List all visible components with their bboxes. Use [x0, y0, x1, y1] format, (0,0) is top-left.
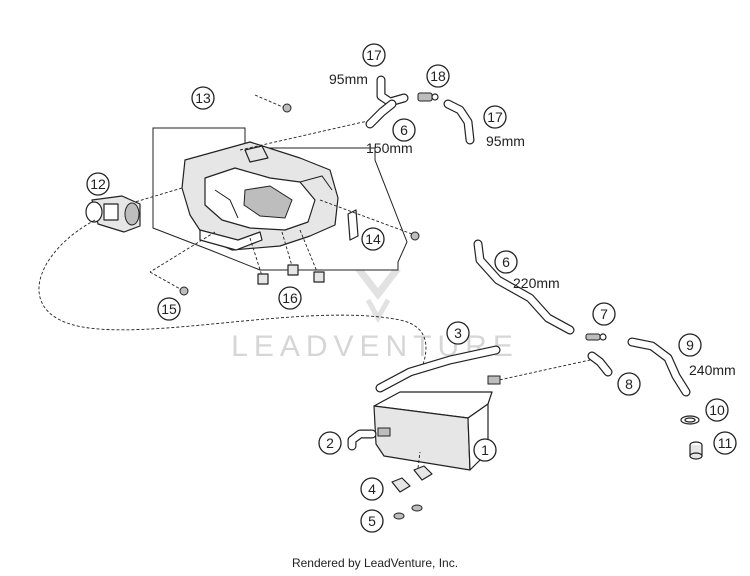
- hose-3: [375, 345, 501, 393]
- svg-text:3: 3: [454, 325, 462, 341]
- svg-text:9: 9: [686, 337, 694, 353]
- svg-text:6: 6: [502, 254, 510, 270]
- callout-15: 15: [157, 297, 181, 321]
- charcoal-canister-1: [373, 359, 591, 471]
- callout-9: 9: [678, 333, 702, 357]
- route-line: [38, 219, 427, 373]
- callout-1: 1: [473, 438, 497, 462]
- nuts-5: [393, 504, 423, 520]
- svg-text:17: 17: [487, 109, 503, 125]
- callout-12: 12: [86, 172, 110, 196]
- cap-11: [689, 441, 703, 460]
- callout-10: 10: [705, 398, 729, 422]
- fitting-7: [585, 333, 607, 341]
- svg-text:2: 2: [326, 435, 334, 451]
- purge-valve-12: [85, 195, 141, 233]
- callout-14: 14: [361, 227, 385, 251]
- footer-credit: Rendered by LeadVenture, Inc.: [291, 556, 459, 570]
- callout-6-lower: 6: [494, 250, 518, 274]
- svg-text:5: 5: [368, 513, 376, 529]
- callout-18: 18: [426, 64, 450, 88]
- fitting-18: [417, 92, 439, 102]
- hose-17-right: [443, 99, 475, 145]
- svg-text:18: 18: [430, 68, 446, 84]
- svg-text:11: 11: [718, 435, 733, 451]
- callout-2: 2: [318, 431, 342, 455]
- elbow-8: [587, 351, 613, 377]
- dimension-6-220mm: 220mm: [513, 275, 560, 291]
- bracket-assembly-13: [124, 94, 413, 291]
- svg-text:6: 6: [400, 122, 408, 138]
- svg-text:14: 14: [365, 231, 381, 247]
- svg-text:4: 4: [368, 481, 376, 497]
- svg-text:8: 8: [625, 376, 633, 392]
- hose-6-220mm: [473, 239, 575, 335]
- clip-14: [347, 209, 359, 241]
- svg-text:7: 7: [600, 306, 608, 322]
- watermark-logo: LEADVENTURE: [231, 270, 513, 363]
- clips-4: [391, 451, 433, 493]
- svg-text:17: 17: [366, 47, 382, 63]
- svg-text:15: 15: [161, 301, 177, 317]
- hose-9-240mm: [627, 337, 691, 397]
- elbow-2: [347, 429, 377, 451]
- svg-text:10: 10: [709, 402, 725, 418]
- callout-17-left: 17: [362, 43, 386, 67]
- callout-6-upper: 6: [392, 118, 416, 142]
- svg-text:13: 13: [195, 90, 211, 106]
- callout-3: 3: [446, 321, 470, 345]
- svg-text:16: 16: [282, 290, 298, 306]
- callout-8: 8: [617, 372, 641, 396]
- dimension-6-150mm: 150mm: [366, 140, 413, 156]
- hose-6-150mm: [365, 99, 397, 129]
- callout-7: 7: [592, 302, 616, 326]
- callout-11: 11: [713, 431, 737, 455]
- callout-4: 4: [360, 477, 384, 501]
- dimension-17-left: 95mm: [329, 71, 368, 87]
- callout-5: 5: [360, 509, 384, 533]
- hose-17-upper: [376, 75, 409, 107]
- callout-17-right: 17: [483, 105, 507, 129]
- callout-13: 13: [191, 86, 215, 110]
- svg-text:1: 1: [481, 442, 489, 458]
- svg-text:12: 12: [90, 176, 106, 192]
- dimension-17-right: 95mm: [486, 133, 525, 149]
- fasteners: [179, 103, 420, 296]
- clamp-10: [680, 415, 700, 425]
- callout-16: 16: [278, 286, 302, 310]
- dimension-9-240mm: 240mm: [689, 362, 736, 378]
